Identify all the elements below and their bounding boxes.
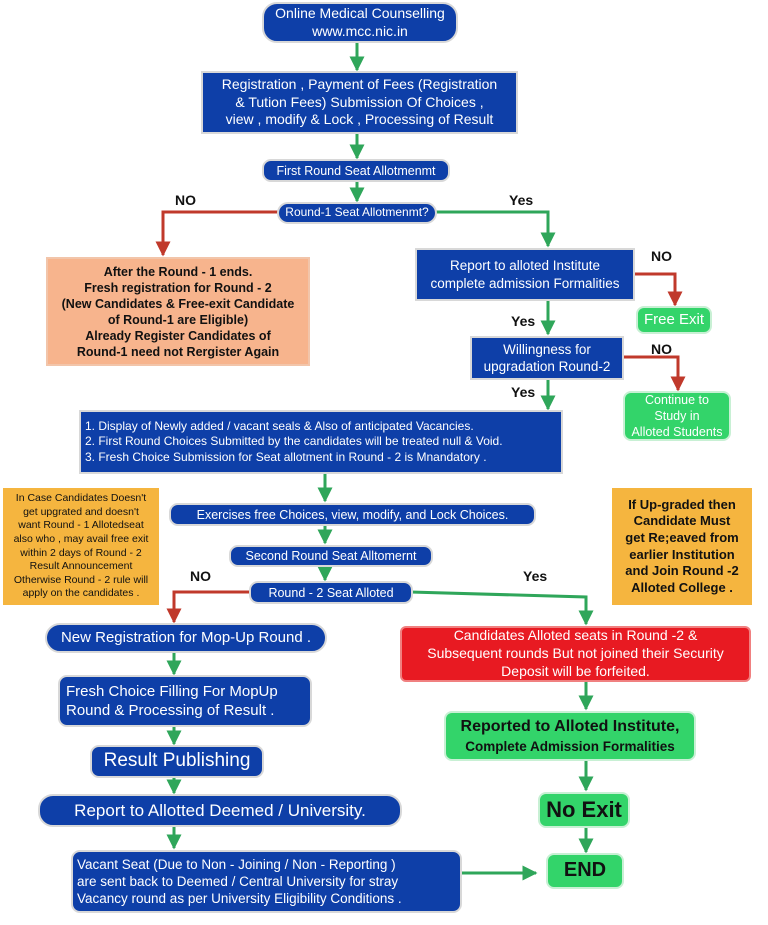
registration-line: Registration , Payment of Fees (Registra…: [221, 75, 498, 92]
free-exit-note: In Case Candidates Doesn't get upgrated …: [3, 488, 159, 605]
vacant-seat-line: Vacant Seat (Due to Non - Joining / Non …: [77, 856, 396, 872]
continue-study-node: Continue to Study in Alloted Students: [623, 391, 731, 441]
round2-decision-label: Round - 2 Seat Alloted: [268, 585, 394, 600]
arrow-report-no: [634, 272, 683, 307]
registration-line: & Tution Fees) Submission Of Choices ,: [235, 93, 484, 110]
upgraded-note-line: earlier Institution: [629, 546, 735, 562]
free-exit-label: Free Exit: [643, 311, 704, 329]
report-institute-line: Report to alloted Institute: [449, 258, 601, 274]
free-exit-note-line: within 2 days of Round - 2: [20, 546, 142, 559]
security-deposit-line: Subsequent rounds But not joined their S…: [427, 645, 724, 662]
first-round-label: First Round Seat Allotmenmt: [276, 163, 436, 178]
free-exit-note-line: also who , may avail free exit: [13, 532, 149, 545]
fresh-choice-line: Fresh Choice Filling For MopUp: [66, 682, 278, 700]
continue-study-line: Continue to: [645, 393, 709, 407]
report-institute-node: Report to alloted Institute complete adm…: [415, 248, 635, 301]
mopup-registration-node: New Registration for Mop-Up Round .: [45, 623, 327, 653]
continue-study-line: Alloted Students: [631, 425, 723, 439]
free-exit-note-line: In Case Candidates Doesn't: [15, 491, 147, 504]
vacant-seat-line: are sent back to Deemed / Central Univer…: [77, 873, 399, 889]
continue-study-line: Study in: [654, 409, 700, 423]
security-deposit-node: Candidates Alloted seats in Round -2 & S…: [400, 626, 751, 682]
arrow-willingness-no: [623, 355, 686, 392]
arrow-round2-no: [166, 590, 251, 624]
round1-decision-node: Round-1 Seat Allotmenmt?: [277, 202, 437, 224]
after-round1-line: After the Round - 1 ends.: [103, 264, 253, 279]
edge-label-yes: Yes: [523, 568, 548, 584]
report-deemed-label: Report to Allotted Deemed / University.: [74, 800, 366, 820]
upgraded-note-line: and Join Round -2: [625, 563, 739, 579]
end-node: END: [546, 853, 624, 889]
second-round-label: Second Round Seat Alltomernt: [245, 549, 417, 563]
result-publishing-node: Result Publishing: [90, 745, 264, 778]
edge-label-yes: Yes: [511, 384, 536, 400]
start-line: Online Medical Counselling: [275, 4, 445, 21]
round2-decision-node: Round - 2 Seat Alloted: [249, 581, 413, 604]
round2-info-line: 3. Fresh Choice Submission for Seat allo…: [85, 449, 487, 464]
willingness-line: Willingness for: [503, 341, 591, 357]
round2-info-line: 2. First Round Choices Submitted by the …: [85, 434, 503, 449]
edge-label-no: NO: [175, 192, 196, 208]
edge-label-no: NO: [651, 248, 672, 264]
exercise-choices-node: Exercises free Choices, view, modify, an…: [169, 503, 536, 526]
after-round1-line: Round-1 need not Rergister Again: [76, 344, 280, 359]
report-institute-line: complete admission Formalities: [430, 275, 620, 291]
no-exit-node: No Exit: [538, 792, 630, 828]
end-label: END: [563, 859, 607, 882]
free-exit-note-line: Otherwise Round - 2 rule will: [13, 573, 149, 586]
report-deemed-node: Report to Allotted Deemed / University.: [38, 794, 402, 827]
round2-info-node: 1. Display of Newly added / vacant seals…: [79, 410, 563, 474]
upgraded-note-line: Alloted College .: [631, 579, 733, 595]
willingness-node: Willingness for upgradation Round-2: [470, 336, 624, 380]
vacant-seat-node: Vacant Seat (Due to Non - Joining / Non …: [71, 850, 462, 913]
willingness-line: upgradation Round-2: [483, 359, 611, 374]
exercise-choices-label: Exercises free Choices, view, modify, an…: [196, 507, 509, 522]
mopup-registration-label: New Registration for Mop-Up Round .: [60, 629, 312, 647]
security-deposit-line: Candidates Alloted seats in Round -2 &: [453, 627, 698, 644]
arrow-question-no: [155, 210, 279, 257]
start-line: www.mcc.nic.in: [312, 22, 408, 39]
edge-label-no: NO: [651, 341, 672, 357]
arrow-round2-yes: [409, 590, 594, 626]
arrow-question-yes: [435, 210, 556, 248]
after-round1-line: of Round-1 are Eligible): [107, 312, 249, 327]
free-exit-note-line: want Round - 1 Allotedseat: [18, 519, 144, 532]
upgraded-note-line: Candidate Must: [633, 513, 731, 529]
after-round1-node: After the Round - 1 ends. Fresh registra…: [46, 257, 310, 366]
free-exit-note-line: Result Announcement: [29, 560, 133, 573]
fresh-choice-node: Fresh Choice Filling For MopUp Round & P…: [58, 675, 312, 727]
fresh-choice-line: Round & Processing of Result .: [66, 702, 275, 719]
start-node: Online Medical Counselling www.mcc.nic.i…: [262, 2, 458, 43]
reported-institute-node: Reported to Alloted Institute, Complete …: [444, 711, 696, 761]
security-deposit-line: Deposit will be forfeited.: [501, 662, 650, 679]
free-exit-note-line: apply on the candidates .: [22, 587, 140, 600]
reported-institute-line: Reported to Alloted Institute,: [460, 718, 680, 736]
edge-label-yes: Yes: [509, 192, 534, 208]
result-publishing-label: Result Publishing: [103, 750, 251, 772]
round1-decision-label: Round-1 Seat Allotmenmt?: [285, 205, 429, 220]
after-round1-line: Already Register Candidates of: [85, 328, 271, 343]
registration-node: Registration , Payment of Fees (Registra…: [201, 71, 518, 134]
after-round1-line: Fresh registration for Round - 2: [84, 280, 272, 295]
upgraded-note: If Up-graded then Candidate Must get Re;…: [612, 488, 752, 605]
free-exit-node: Free Exit: [636, 306, 712, 334]
second-round-node: Second Round Seat Alltomernt: [229, 545, 433, 567]
first-round-node: First Round Seat Allotmenmt: [262, 159, 450, 182]
vacant-seat-line: Vacancy round as per University Eligibil…: [77, 891, 402, 907]
no-exit-label: No Exit: [546, 796, 622, 822]
edge-label-yes: Yes: [511, 313, 536, 329]
reported-institute-line: Complete Admission Formalities: [465, 738, 675, 754]
after-round1-line: (New Candidates & Free-exit Candidate: [61, 296, 295, 311]
registration-line: view , modify & Lock , Processing of Res…: [225, 111, 494, 128]
upgraded-note-line: If Up-graded then: [628, 496, 736, 512]
round2-info-line: 1. Display of Newly added / vacant seals…: [85, 418, 474, 433]
edge-label-no: NO: [190, 568, 211, 584]
upgraded-note-line: get Re;eaved from: [625, 529, 739, 545]
free-exit-note-line: get upgrated and doesn't: [23, 505, 139, 518]
